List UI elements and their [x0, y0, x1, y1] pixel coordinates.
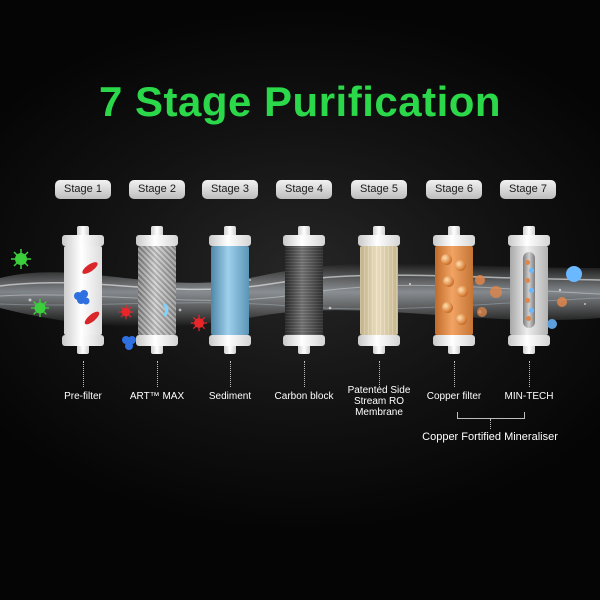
copper-particle-icon [456, 314, 467, 325]
bacteria-icon [118, 304, 134, 320]
mineraliser-bracket [457, 412, 525, 419]
copper-particle-icon [475, 275, 502, 317]
stage-6-filter [433, 226, 475, 356]
copper-particle-icon [442, 302, 453, 313]
stage-7-label: Stage 7 [500, 180, 556, 199]
virus-icon [30, 298, 50, 318]
page-title: 7 Stage Purification [98, 78, 502, 125]
copper-particle-icon [455, 260, 466, 271]
mineral-window [523, 252, 535, 328]
stage-3-name: Sediment [208, 391, 252, 402]
copper-particle-icon [457, 286, 468, 297]
stage-4-filter [283, 226, 325, 356]
stage-5-name: Patented Side Stream RO Membrane [347, 385, 411, 418]
stage-1-name: Pre-filter [64, 391, 102, 402]
copper-particle-icon [443, 276, 454, 287]
pre-filter-contaminants [74, 262, 100, 325]
stage-3-label: Stage 3 [202, 180, 258, 199]
stage-6-name: Copper filter [426, 391, 482, 402]
stage-5-label: Stage 5 [351, 180, 407, 199]
stage-4-name: Carbon block [274, 391, 334, 402]
mineraliser-group-label: Copper Fortified Mineraliser [422, 431, 558, 443]
stage-1-label: Stage 1 [55, 180, 111, 199]
stage-1-filter [62, 226, 104, 356]
mineral-icon [547, 266, 582, 329]
stage-3-filter [209, 226, 251, 356]
copper-particle-icon [441, 254, 452, 265]
stage-4-label: Stage 4 [276, 180, 332, 199]
bacteria-icon [190, 314, 208, 332]
stage-2-filter [136, 226, 178, 356]
stage-5-filter [358, 226, 400, 356]
stage-7-name: MIN-TECH [504, 391, 554, 402]
bacteria-cluster-icon [122, 336, 136, 350]
stage-6-label: Stage 6 [426, 180, 482, 199]
stage-2-name: ART™ MAX [129, 391, 185, 402]
virus-icon [11, 249, 31, 269]
stage-7-filter [508, 226, 550, 356]
stage-2-label: Stage 2 [129, 180, 185, 199]
